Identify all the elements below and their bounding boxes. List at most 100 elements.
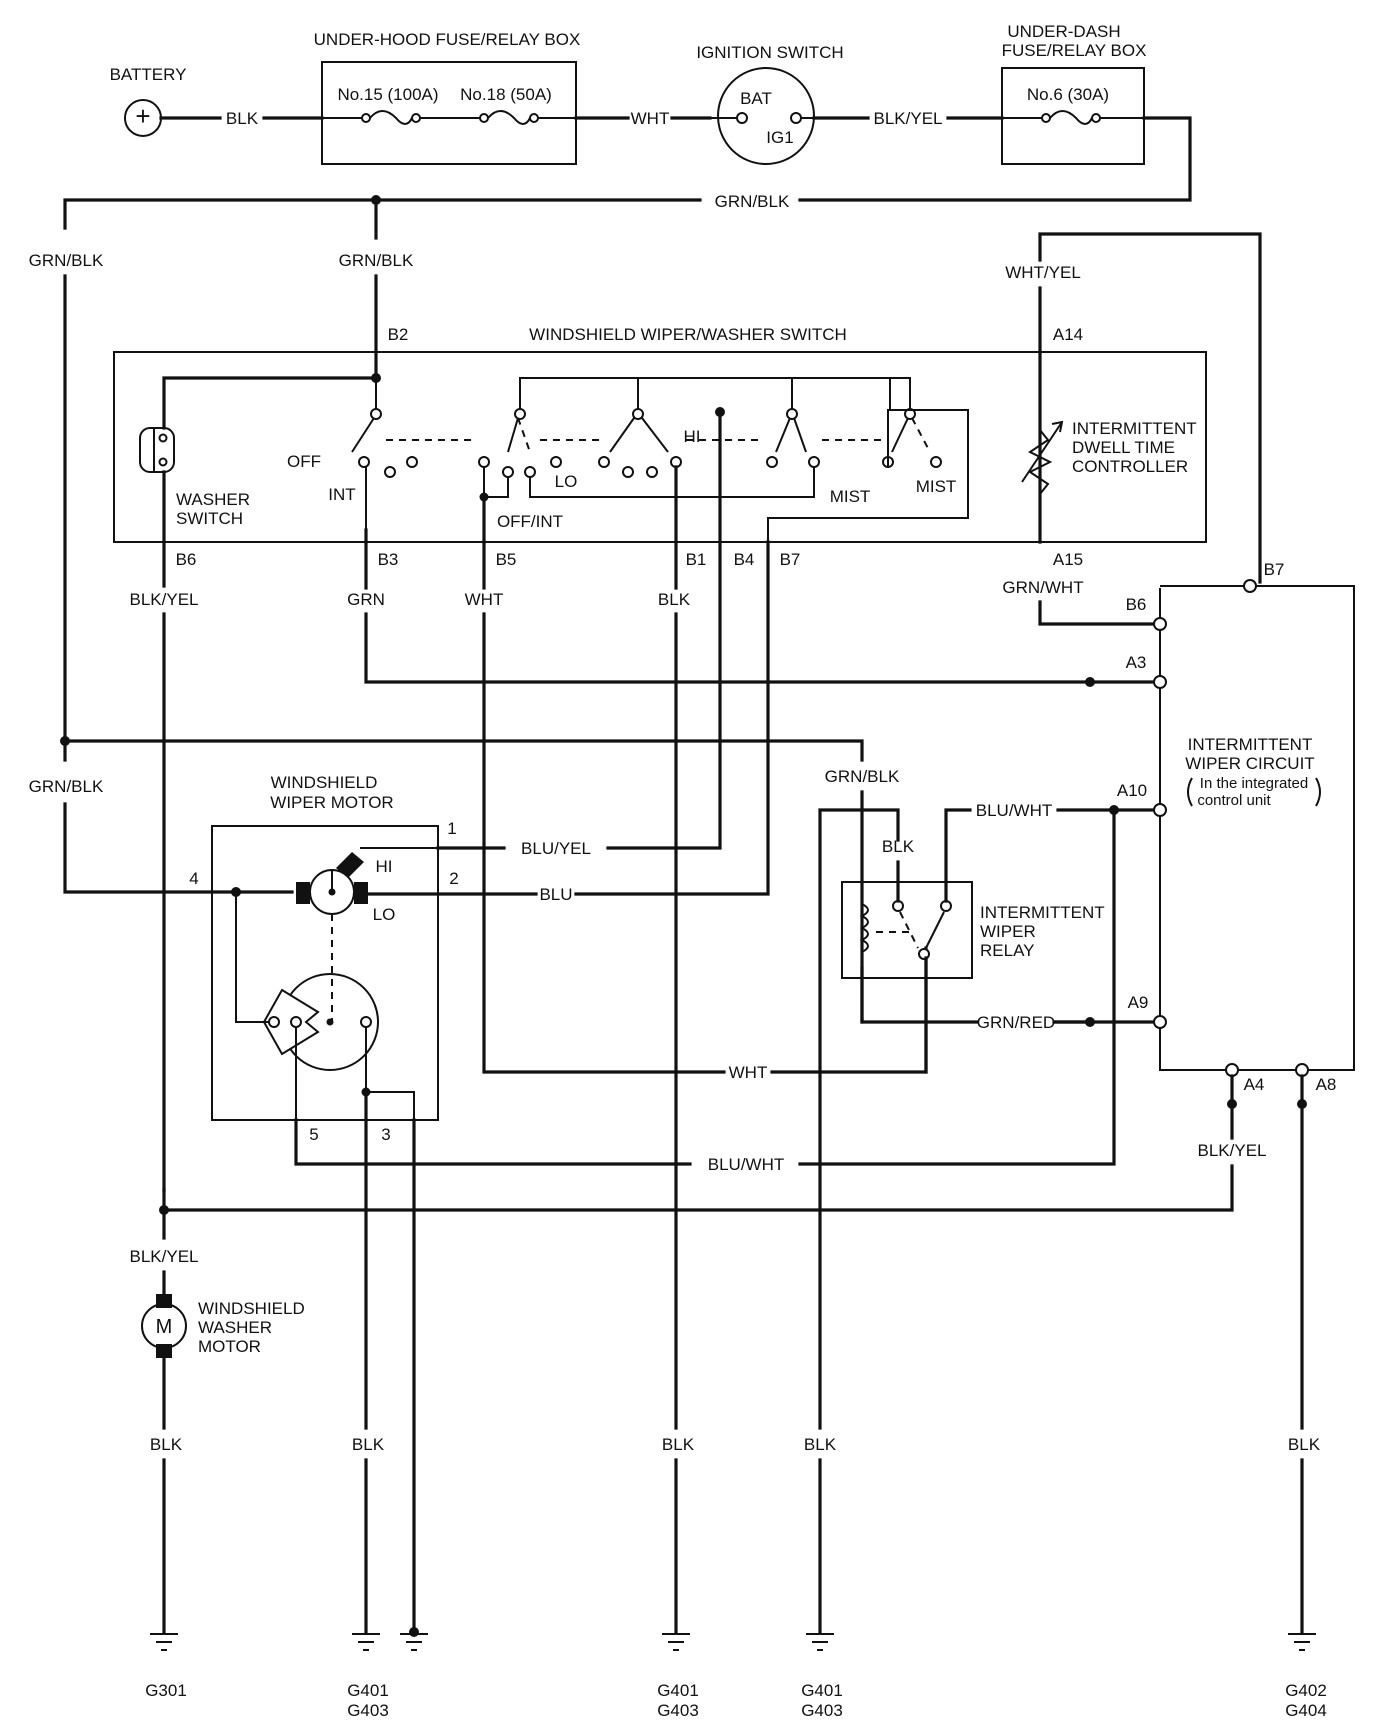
- term-b1: B1: [686, 550, 707, 569]
- wire-label-blu-m2: BLU: [539, 885, 572, 904]
- windshield-wiper-motor: WINDSHIELD WIPER MOTOR 1 2 4 5 3 HI LO: [189, 773, 459, 1164]
- wire-label-grnred-a9-fg: GRN/RED: [977, 1013, 1055, 1032]
- ground-g402: G402 G404: [1285, 1633, 1327, 1720]
- dwell-label-3: CONTROLLER: [1072, 457, 1188, 476]
- washer-motor-label-2: WASHER: [198, 1318, 272, 1337]
- motor-term-1: 1: [447, 819, 456, 838]
- battery: + BATTERY: [110, 65, 187, 137]
- ground-g301: G301: [145, 1633, 187, 1700]
- ground-g401-a-label-2: G403: [347, 1701, 389, 1720]
- intermittent-wiper-relay: INTERMITTENT WIPER RELAY: [841, 881, 1105, 979]
- wire-label-grnblk-left: GRN/BLK: [29, 251, 104, 270]
- wire-label-wht-fusebox: WHT: [631, 109, 670, 128]
- cu-term-b6: B6: [1126, 595, 1147, 614]
- circuit-label-2: WIPER CIRCUIT: [1185, 754, 1314, 773]
- ground-motor-case: [400, 1627, 428, 1651]
- wiper-motor-label-1: WINDSHIELD: [271, 773, 378, 792]
- term-a15: A15: [1053, 550, 1083, 569]
- wire-label-bluwht-m5: BLU/WHT: [708, 1155, 785, 1174]
- switch-pos-off-int: OFF/INT: [497, 512, 563, 531]
- ground-g401-b-label-2: G403: [657, 1701, 699, 1720]
- windshield-washer-motor: M WINDSHIELD WASHER MOTOR: [141, 1294, 305, 1358]
- motor-term-3: 3: [381, 1125, 390, 1144]
- motor-lo-label: LO: [373, 905, 396, 924]
- ign-ig1-label: IG1: [766, 128, 793, 147]
- ground-g401-b: G401 G403: [657, 1633, 699, 1720]
- wire-label-blk-g401c: BLK: [804, 1435, 837, 1454]
- motor-term-5: 5: [309, 1125, 318, 1144]
- underhood-box-label: UNDER-HOOD FUSE/RELAY BOX: [314, 30, 581, 49]
- wire-label-grnblk-b2: GRN/BLK: [339, 251, 414, 270]
- battery-label: BATTERY: [110, 65, 187, 84]
- cu-term-a3: A3: [1126, 653, 1147, 672]
- term-a14: A14: [1053, 325, 1083, 344]
- ground-symbols: G301 G401 G403 G401 G403 G401 G40: [145, 1627, 1327, 1720]
- dwell-label-1: INTERMITTENT: [1072, 419, 1197, 438]
- ground-g401-c: G401 G403: [801, 1633, 843, 1720]
- circuit-label-3: In the integrated: [1200, 775, 1308, 792]
- fuse-18-label: No.18 (50A): [460, 85, 552, 104]
- circuit-label-1: INTERMITTENT: [1188, 735, 1313, 754]
- wire-label-blk-battery: BLK: [226, 109, 259, 128]
- intermittent-wiper-circuit: INTERMITTENT WIPER CIRCUIT In the integr…: [1117, 560, 1355, 1094]
- cu-term-b7: B7: [1264, 560, 1285, 579]
- washer-switch-label-2: SWITCH: [176, 509, 243, 528]
- motor-term-2: 2: [449, 869, 458, 888]
- ignition-switch-label: IGNITION SWITCH: [696, 43, 843, 62]
- wire-label-grnwht-a15: GRN/WHT: [1002, 578, 1083, 597]
- cu-term-a8: A8: [1316, 1075, 1337, 1094]
- wire-label-grn-b3: GRN: [347, 590, 385, 609]
- cu-term-a9: A9: [1128, 993, 1149, 1012]
- ground-g402-label-2: G404: [1285, 1701, 1327, 1720]
- underdash-box-label-1: UNDER-DASH: [1007, 22, 1120, 41]
- wire-label-blkyel-ign: BLK/YEL: [874, 109, 943, 128]
- wire-label-blk-relay: BLK: [882, 837, 915, 856]
- underdash-box-label-2: FUSE/RELAY BOX: [1002, 41, 1147, 60]
- dwell-label-2: DWELL TIME: [1072, 438, 1175, 457]
- term-b6: B6: [176, 550, 197, 569]
- wire-label-blk-b1: BLK: [658, 590, 691, 609]
- wire-label-grnblk-relay: GRN/BLK: [825, 767, 900, 786]
- wire-label-grnblk-left2: GRN/BLK: [29, 777, 104, 796]
- relay-label-2: WIPER: [980, 922, 1036, 941]
- ground-g402-label-1: G402: [1285, 1681, 1327, 1700]
- ground-g401-b-label-1: G401: [657, 1681, 699, 1700]
- wire-label-grnblk-top: GRN/BLK: [715, 192, 790, 211]
- wire-label-blkyel-washer: BLK/YEL: [130, 1247, 199, 1266]
- wire-label-blk-g401a: BLK: [352, 1435, 385, 1454]
- wire-label-wht-b5: WHT: [465, 590, 504, 609]
- battery-symbol: +: [135, 101, 150, 131]
- wiper-switch-label: WINDSHIELD WIPER/WASHER SWITCH: [529, 325, 847, 344]
- term-b5: B5: [496, 550, 517, 569]
- wire-label-whtyel-a14: WHT/YEL: [1005, 263, 1081, 282]
- washer-motor-label-3: MOTOR: [198, 1337, 261, 1356]
- ground-g401-c-label-1: G401: [801, 1681, 843, 1700]
- wire-label-blkyel-a4: BLK/YEL: [1198, 1141, 1267, 1160]
- wire-label-blk-g402: BLK: [1288, 1435, 1321, 1454]
- motor-hi-label: HI: [376, 857, 393, 876]
- circuit-label-4: control unit: [1197, 792, 1271, 809]
- term-b3: B3: [378, 550, 399, 569]
- washer-switch-label-1: WASHER: [176, 490, 250, 509]
- term-b2: B2: [388, 325, 409, 344]
- ign-bat-label: BAT: [740, 89, 772, 108]
- switch-pos-hi: HI: [684, 427, 701, 446]
- cu-term-a4: A4: [1244, 1075, 1265, 1094]
- relay-label-1: INTERMITTENT: [980, 903, 1105, 922]
- switch-pos-mist-1: MIST: [830, 487, 871, 506]
- windshield-wiper-washer-switch: WINDSHIELD WIPER/WASHER SWITCH B2 WASHER…: [113, 325, 1207, 569]
- fuse-15-label: No.15 (100A): [337, 85, 438, 104]
- ignition-switch: IGNITION SWITCH BAT IG1: [696, 43, 844, 165]
- ground-g401-a: G401 G403: [347, 1633, 389, 1720]
- wire-label-bluwht-a10: BLU/WHT: [976, 801, 1053, 820]
- washer-motor-label-1: WINDSHIELD: [198, 1299, 305, 1318]
- ground-g401-c-label-2: G403: [801, 1701, 843, 1720]
- switch-pos-off: OFF: [287, 452, 321, 471]
- wire-label-wht-relay: WHT: [729, 1063, 768, 1082]
- term-b4: B4: [734, 550, 755, 569]
- switch-pos-int: INT: [328, 485, 355, 504]
- cu-term-a10: A10: [1117, 781, 1147, 800]
- wire-label-blk-g301: BLK: [150, 1435, 183, 1454]
- motor-term-4: 4: [189, 869, 198, 888]
